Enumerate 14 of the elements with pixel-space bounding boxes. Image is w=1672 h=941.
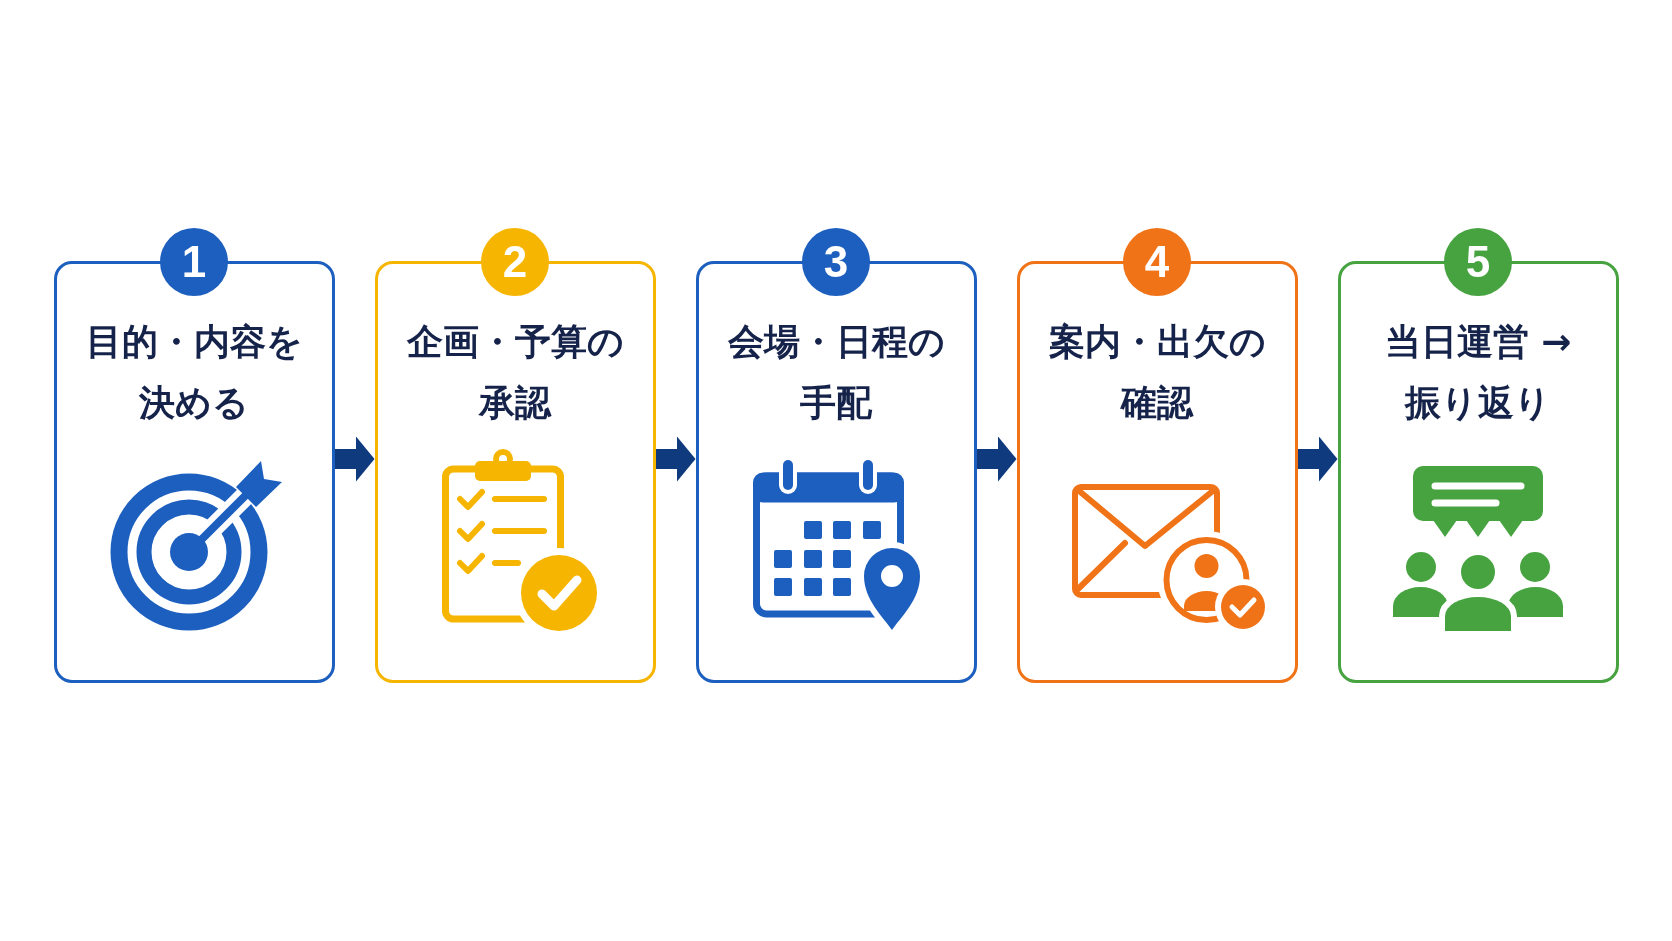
step-number-badge: 3 — [802, 228, 870, 296]
step-title: 案内・出欠の確認 — [1047, 320, 1267, 425]
step-title: 当日運営 → 振り返り — [1383, 320, 1573, 425]
step-number-badge: 5 — [1444, 228, 1512, 296]
arrow — [976, 436, 1017, 482]
step-title: 目的・内容を決める — [84, 320, 304, 425]
step-title: 会場・日程の手配 — [726, 320, 946, 425]
step-number-badge: 2 — [481, 228, 549, 296]
step-number-badge: 1 — [160, 228, 228, 296]
step-title: 企画・予算の承認 — [405, 320, 625, 425]
arrow — [1297, 436, 1338, 482]
arrow — [334, 436, 375, 482]
arrow — [655, 436, 696, 482]
step-number-badge: 4 — [1123, 228, 1191, 296]
